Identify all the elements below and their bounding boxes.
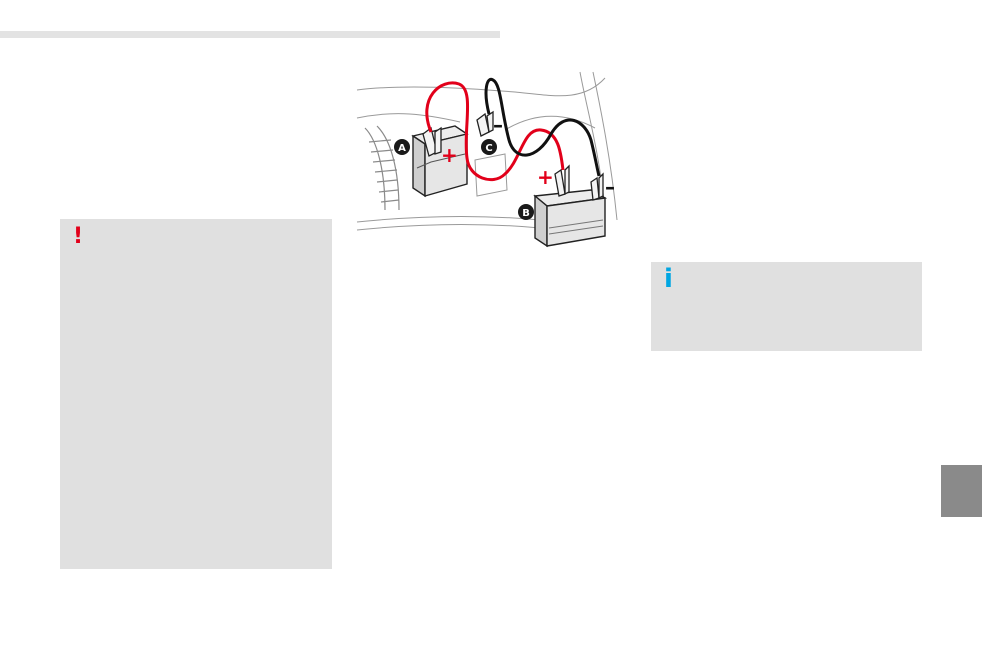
bay-front-1 [356, 215, 541, 223]
clamp-b-minus [590, 172, 604, 201]
chapter-tab[interactable] [941, 465, 982, 517]
exclamation-icon: ! [73, 224, 84, 249]
callout-a-label: A [398, 143, 406, 154]
bay-outline-mid [356, 113, 461, 123]
clamp-b-plus [554, 164, 570, 197]
black-cable [484, 77, 601, 177]
clamp-a [422, 126, 442, 157]
clamp-c [476, 110, 494, 137]
air-hose [364, 125, 400, 211]
bay-outline-arc [504, 115, 596, 131]
jump-start-diagram: + + – – A B C [356, 71, 618, 248]
plus-symbol-a: + [441, 143, 458, 167]
callout-c: C [481, 139, 497, 155]
minus-symbol-c: – [493, 113, 503, 137]
bay-edge-right-2 [592, 71, 618, 221]
bay-bracket [474, 153, 508, 197]
plus-symbol-b: + [537, 165, 554, 189]
battery-b [533, 189, 608, 248]
callout-b: B [518, 204, 534, 220]
info-box: i [651, 262, 922, 351]
bay-outline-top [356, 77, 606, 97]
callout-a: A [394, 139, 410, 155]
red-cable [425, 81, 565, 181]
bay-front-2 [356, 223, 541, 231]
top-rule [0, 31, 500, 38]
callout-b-label: B [522, 208, 530, 219]
minus-symbol-b: – [605, 175, 615, 199]
info-icon: i [664, 264, 673, 294]
callout-c-label: C [485, 143, 492, 154]
warning-box: ! [60, 219, 332, 569]
